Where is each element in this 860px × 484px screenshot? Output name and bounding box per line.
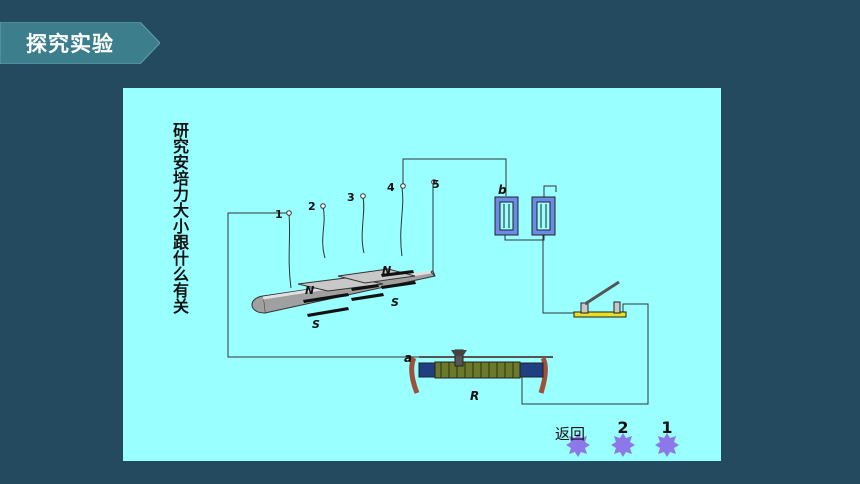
circuit-diagram: N N S S 1 2 3 4 5 — [227, 158, 679, 457]
rheostat-label: R — [470, 389, 479, 403]
pole-n1: N — [305, 284, 314, 297]
pole-s2: S — [391, 296, 399, 309]
back-button[interactable]: 返回 — [555, 425, 586, 443]
terminal-2: 2 — [308, 200, 316, 213]
experiment-stage: 研究安培力大小跟什么有关 N — [123, 88, 721, 461]
rheostat — [409, 349, 553, 394]
terminal-rings — [286, 179, 437, 216]
knife-switch — [573, 280, 627, 318]
section-title: 探究实验 — [26, 32, 114, 56]
title-arrow-shape — [0, 22, 160, 64]
vertical-title: 研究安培力大小跟什么有关 — [170, 122, 189, 314]
wire-4-to-b — [402, 158, 507, 196]
nav-button-2[interactable]: 2 — [609, 418, 637, 450]
pole-n2: N — [382, 264, 391, 277]
terminal-3: 3 — [347, 191, 355, 204]
rail-track — [251, 268, 436, 314]
section-title-tab: 探究实验 — [0, 22, 160, 64]
point-b: b — [498, 183, 507, 197]
terminal-4: 4 — [387, 181, 395, 194]
wire-1-to-a — [227, 212, 419, 358]
nav-star-shapes — [566, 433, 679, 457]
wire-cell-to-switch — [542, 231, 583, 314]
pole-s1: S — [312, 318, 320, 331]
terminal-leads — [288, 187, 404, 289]
nav-button-1[interactable]: 1 — [653, 418, 681, 450]
nav-button-2-label: 2 — [617, 418, 629, 437]
nav-button-1-label: 1 — [661, 418, 673, 437]
battery-cells — [494, 196, 556, 236]
terminal-5: 5 — [432, 178, 440, 191]
point-a: a — [404, 351, 412, 365]
wire-switch-to-r — [521, 303, 649, 405]
magnet-strips — [303, 270, 416, 317]
terminal-1: 1 — [275, 208, 283, 221]
